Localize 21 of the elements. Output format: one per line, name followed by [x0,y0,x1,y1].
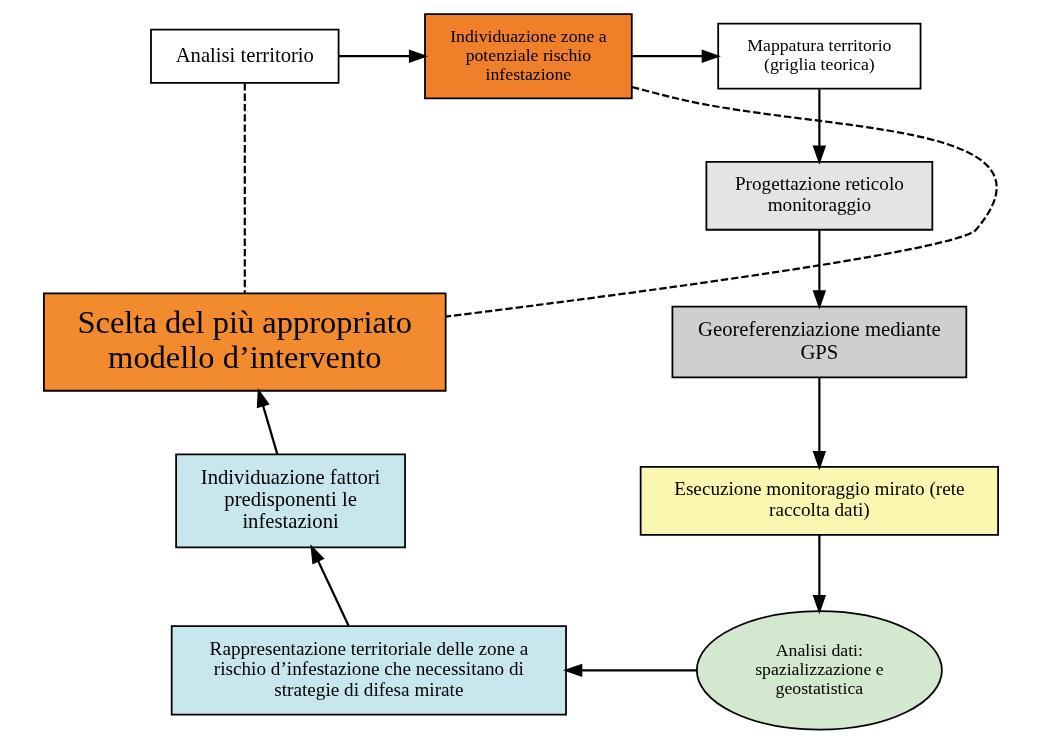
arrow [563,663,697,678]
connector [445,85,997,318]
node-box: Individuazione fattori predisponenti le infestazioni [175,453,406,549]
node-box: Georeferenziazione mediante GPS [671,305,968,379]
node-box: Mappatura territorio (griglia teorica) [717,22,922,90]
node-box: Progettazione reticolo monitoraggio [705,160,934,231]
node-box: Rappresentazione territoriale delle zone a rischio d’infestazione che necessitano di strategie di difesa mirate [170,625,567,716]
arrow [310,544,350,626]
arrow [812,534,827,615]
node-box: Analisi territorio [150,28,340,84]
arrow [338,49,429,63]
arrow [812,229,827,310]
node-box: Individuazione zone a potenziale rischio infestazione [424,13,633,100]
arrow [256,387,279,455]
arrow [812,377,827,471]
connector [243,83,246,293]
node-box: Esecuzione monitoraggio mirato (rete raccolta dati) [639,465,999,536]
arrow [631,49,721,63]
node-ellipse: Analisi dati: spazializzazione e geostatistica [695,610,943,731]
node-box: Scelta del più appropriato modello d’intervento [43,292,447,392]
arrow [812,89,827,165]
